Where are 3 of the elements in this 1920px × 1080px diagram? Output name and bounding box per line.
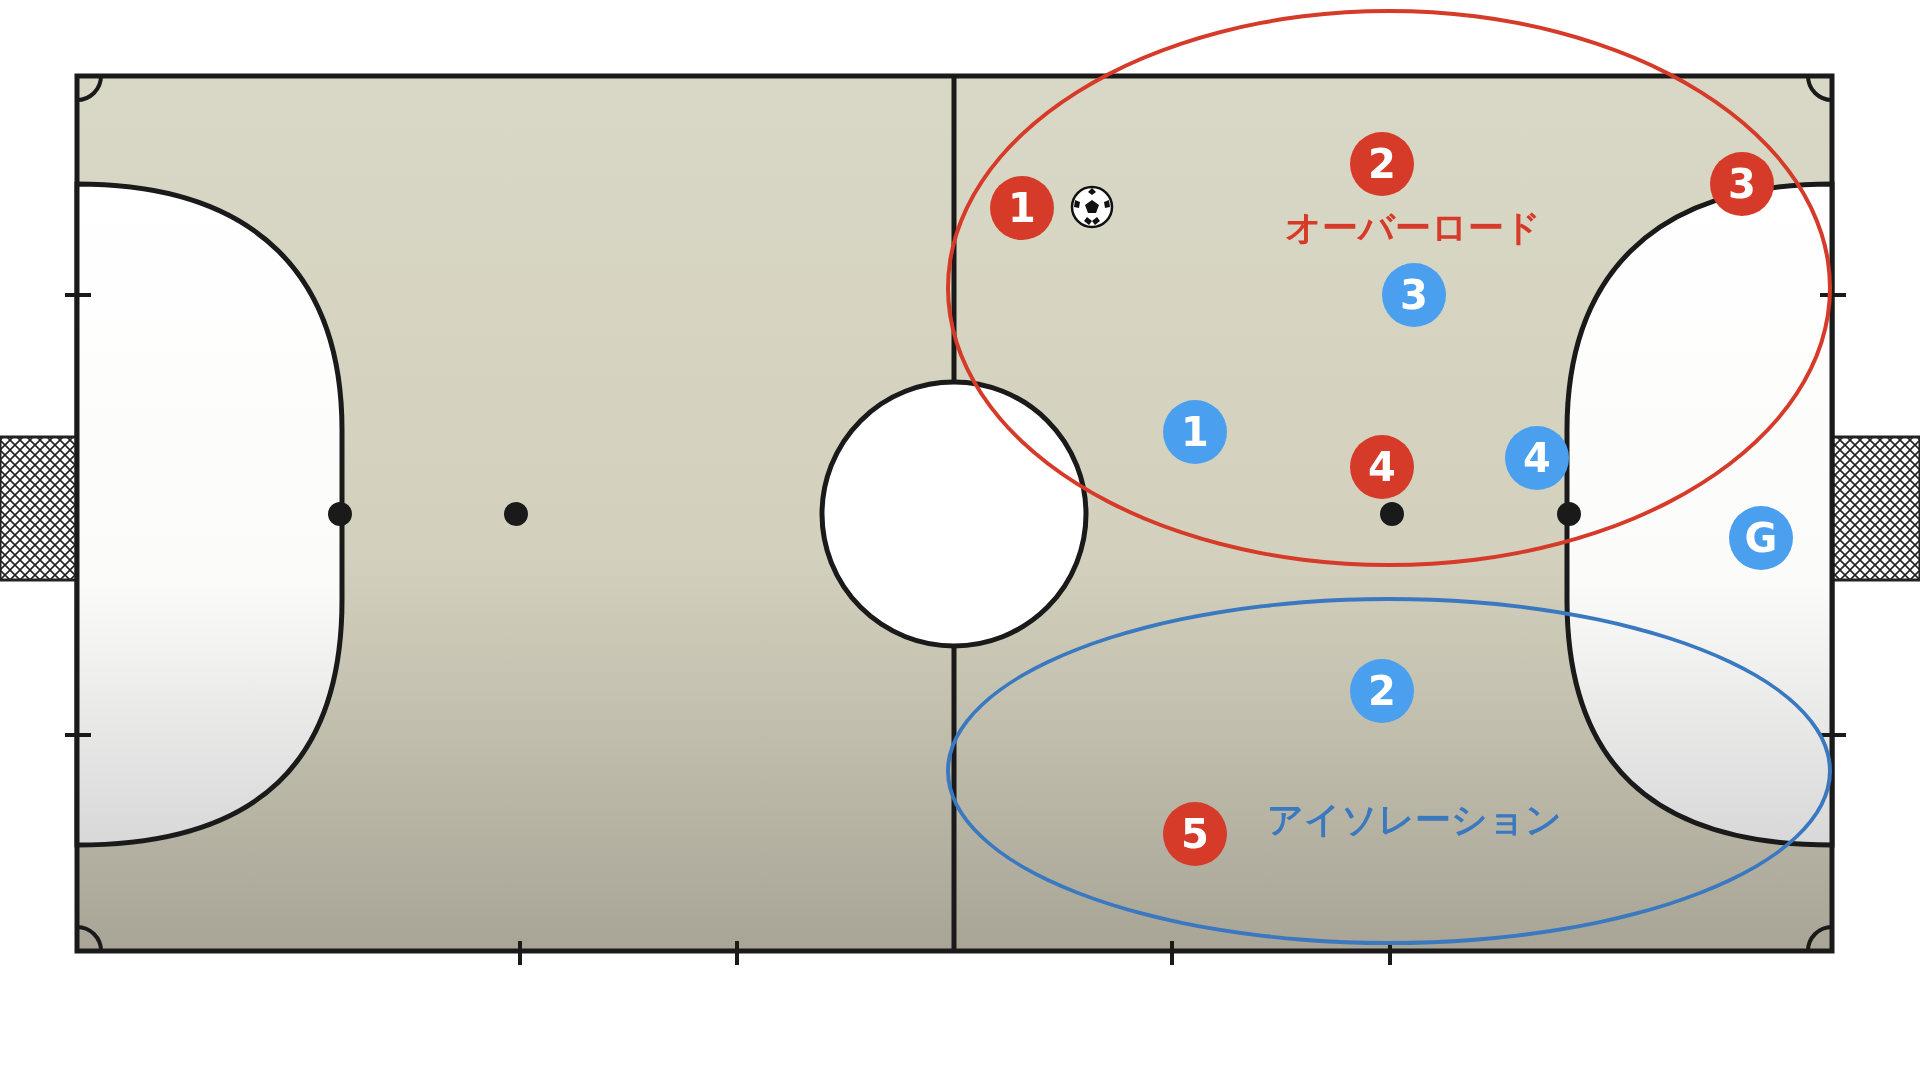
zone-ellipse bbox=[946, 597, 1832, 945]
zone-label: アイソレーション bbox=[1266, 797, 1562, 842]
zone-label: オーバーロード bbox=[1285, 205, 1541, 250]
